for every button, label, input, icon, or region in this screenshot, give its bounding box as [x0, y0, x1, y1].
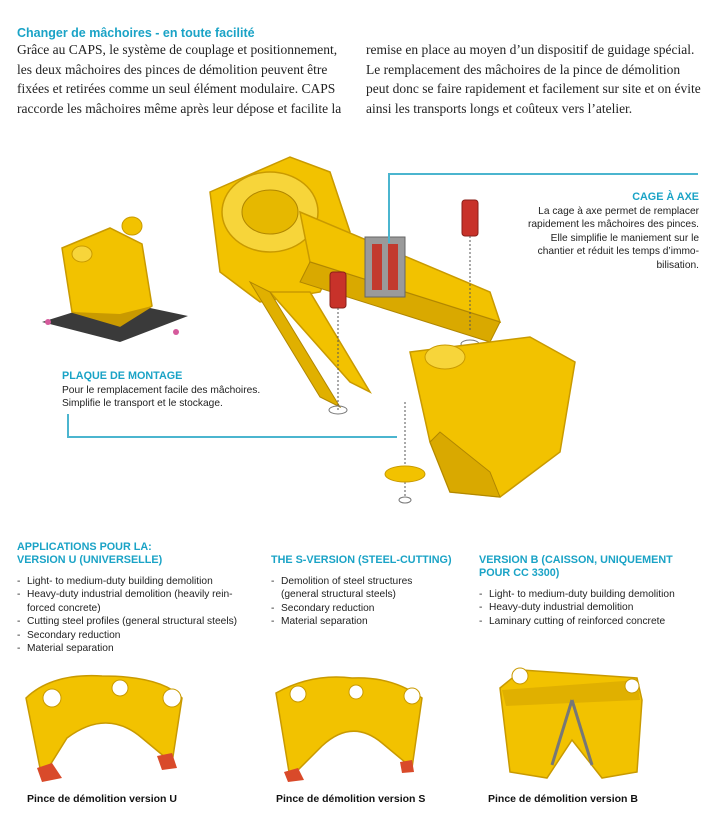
list-item: Cutting steel profiles (general structur… — [17, 615, 257, 629]
callout-plaque: PLAQUE DE MONTAGE Pour le remplacement f… — [62, 370, 302, 411]
list-item: Heavy-duty industrial demolition — [479, 601, 704, 615]
intro-line: Grâce au CAPS, le système de couplage et… — [17, 42, 338, 57]
jaw-version-b-image — [499, 667, 643, 779]
exploded-jaw-illustration — [209, 156, 576, 504]
applications-b: VERSION B (CAISSON, UNIQUEMENT POUR CC 3… — [479, 554, 704, 629]
intro-column-1: Grâce au CAPS, le système de couplage et… — [17, 40, 352, 118]
callout-cage-line: Elle simplifie le maniement sur le — [550, 232, 699, 244]
mounting-plate-illustration — [42, 216, 188, 342]
callout-cage-line: La cage à axe permet de remplacer — [538, 206, 699, 217]
list-item: Secondary reduction — [271, 602, 471, 616]
applications-s-title: THE S-VERSION (STEEL-CUTTING) — [271, 554, 452, 566]
callout-plaque-line: Simplifie le transport et le stockage. — [62, 398, 223, 410]
callout-plaque-title: PLAQUE DE MONTAGE — [62, 370, 183, 382]
applications-u-list: Light- to medium-duty building demolitio… — [17, 575, 257, 656]
jaw-version-u-image — [25, 674, 183, 782]
intro-column-2: remise en place au moyen d’un dispositif… — [366, 40, 701, 118]
plaque-connector-line — [67, 414, 69, 436]
caption-version-u: Pince de démolition version U — [27, 793, 177, 805]
intro-line: les deux mâchoires des pinces de démolit… — [17, 61, 328, 77]
list-item: Light- to medium-duty building demolitio… — [479, 588, 704, 602]
list-item: Secondary reduction — [17, 629, 257, 643]
callout-cage-line: chantier et réduit les temps d’immo- — [537, 246, 699, 258]
list-item: (general structural steels) — [281, 589, 396, 601]
intro-line: ainsi les transports longs et coûteux ve… — [366, 100, 633, 116]
caption-version-s: Pince de démolition version S — [276, 793, 426, 805]
applications-s: THE S-VERSION (STEEL-CUTTING) Demolition… — [271, 554, 471, 629]
intro-line: remise en place au moyen d’un dispositif… — [366, 42, 695, 57]
intro-heading: Changer de mâchoires - en toute facilité — [17, 26, 255, 40]
list-item: Laminary cutting of reinforced concrete — [479, 615, 704, 629]
list-item: Material separation — [271, 615, 471, 629]
applications-b-title: VERSION B (CAISSON, UNIQUEMENT POUR CC 3… — [479, 554, 673, 579]
list-item: Light- to medium-duty building demolitio… — [17, 575, 257, 589]
applications-s-list: Demolition of steel structures (general … — [271, 575, 471, 629]
intro-line: Le remplacement des mâchoires de la pinc… — [366, 61, 681, 77]
intro-line: peut donc se faire rapidement et facilem… — [366, 81, 701, 96]
intro-line: fixées et retirées comme un seul élément… — [17, 81, 336, 96]
applications-u: APPLICATIONS POUR LA: VERSION U (UNIVERS… — [17, 541, 257, 656]
list-item: forced concrete) — [27, 602, 101, 614]
cage-connector-line — [388, 173, 698, 175]
list-item: Demolition of steel structures — [271, 575, 471, 589]
list-item: Material separation — [17, 642, 257, 656]
plaque-connector-line — [67, 436, 397, 438]
applications-b-list: Light- to medium-duty building demolitio… — [479, 588, 704, 629]
callout-cage-line: bilisation. — [656, 259, 699, 271]
applications-u-title: APPLICATIONS POUR LA: VERSION U (UNIVERS… — [17, 541, 163, 566]
intro-line: raccorde les mâchoires même après leur d… — [17, 100, 342, 116]
list-item: Heavy-duty industrial demolition (heavil… — [17, 588, 257, 602]
callout-cage: CAGE À AXE La cage à axe permet de rempl… — [439, 191, 699, 272]
callout-plaque-line: Pour le remplacement facile des mâchoire… — [62, 385, 261, 396]
cage-connector-line — [388, 173, 390, 243]
caption-version-b: Pince de démolition version B — [488, 793, 638, 805]
callout-cage-line: rapidement les mâchoires des pinces. — [527, 219, 699, 231]
callout-cage-title: CAGE À AXE — [632, 191, 699, 203]
jaw-version-s-image — [275, 676, 423, 782]
